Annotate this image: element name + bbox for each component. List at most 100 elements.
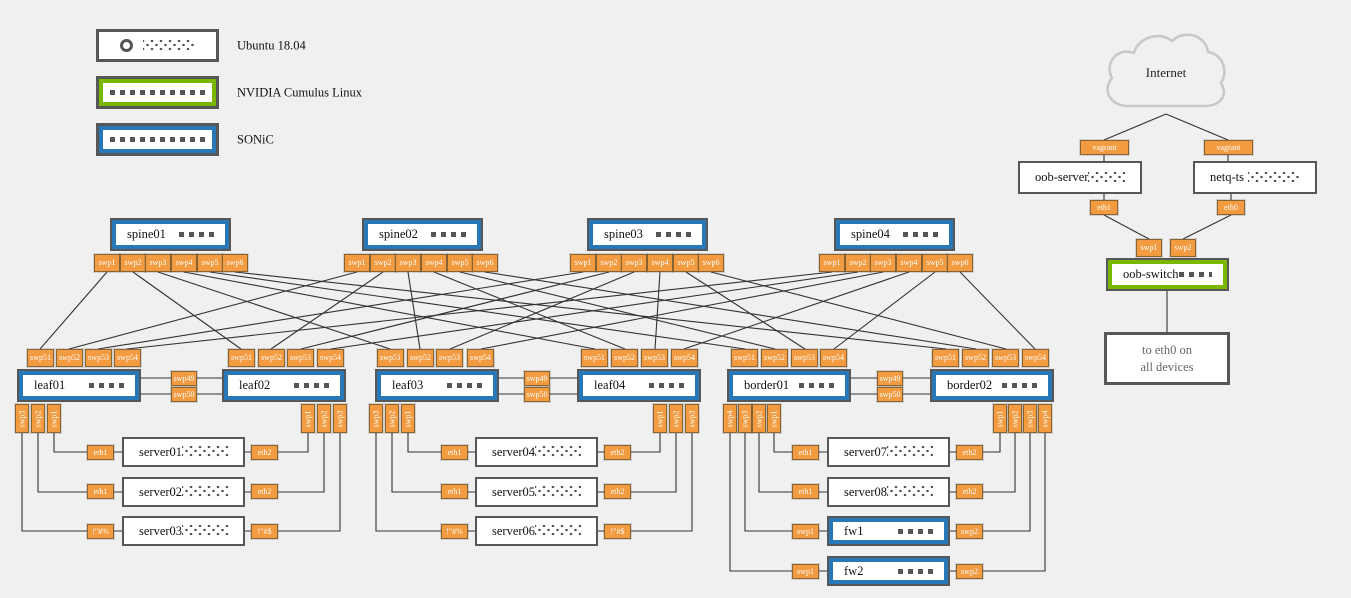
port-label: swp50: [526, 389, 548, 399]
port-leaf01-swp3: swp3: [15, 404, 29, 433]
edge-line: [300, 271, 610, 350]
switch-ports-icon: [898, 528, 933, 534]
device-label: oob-server: [1035, 170, 1089, 184]
port-label: swp3: [687, 410, 697, 427]
legend-swatch-face: [99, 79, 216, 106]
port-leaf02-swp54: swp54: [317, 349, 344, 367]
port-spine02-swp1: swp1: [344, 254, 370, 272]
edge-line: [1103, 113, 1167, 141]
internet-label: Internet: [1146, 65, 1187, 80]
port-spine01-swp1: swp1: [94, 254, 120, 272]
port-leaf03-swp53: swp53: [436, 349, 463, 367]
device-server05: server05: [475, 477, 598, 507]
port-server07-eth1: eth1: [792, 445, 819, 460]
port-leaf02-swp53: swp53: [287, 349, 314, 367]
port-server06-right-garbled: !"#$: [604, 524, 631, 539]
port-leaf03-swp52: swp52: [407, 349, 434, 367]
port-leaf01-leaf02-peerlink-swp50: swp50: [171, 387, 197, 402]
port-label: swp4: [725, 410, 735, 427]
port-border02-swp54: swp54: [1022, 349, 1049, 367]
port-spine03-swp6: swp6: [698, 254, 724, 272]
port-label: swp1: [995, 410, 1005, 427]
port-server04-eth2: eth2: [604, 445, 631, 460]
edge-line: [234, 271, 947, 350]
device-label: server05: [492, 484, 536, 499]
port-oob-server-vagrant: vagrant: [1080, 140, 1129, 155]
device-face: server05: [477, 479, 596, 505]
port-spine02-swp2: swp2: [370, 254, 396, 272]
port-label: swp2: [33, 410, 43, 427]
edge-line: [654, 271, 661, 350]
device-label: server02: [139, 484, 183, 499]
port-label: swp1: [574, 258, 592, 267]
port-label: swp54: [320, 353, 341, 362]
server-dots-icon: [535, 446, 581, 458]
port-label: swp4: [900, 258, 918, 267]
server-dots-icon: [143, 39, 195, 52]
port-spine01-swp3: swp3: [145, 254, 171, 272]
port-label: swp4: [651, 258, 669, 267]
port-label: swp1: [49, 410, 59, 427]
port-label: swp2: [374, 258, 392, 267]
port-label: swp1: [403, 410, 413, 427]
switch-ports-icon: [431, 232, 466, 237]
port-label: swp3: [740, 410, 750, 427]
port-leaf03-swp54: swp54: [467, 349, 494, 367]
port-label: swp51: [584, 353, 605, 362]
device-label: spine02: [379, 227, 418, 241]
port-label: swp54: [117, 353, 138, 362]
port-label: swp2: [849, 258, 867, 267]
device-face: oob-server: [1020, 163, 1140, 192]
port-leaf04-swp3: swp3: [685, 404, 699, 433]
device-label: netq-ts: [1210, 170, 1245, 184]
device-label: fw2: [844, 563, 864, 578]
device-face: server04: [477, 439, 596, 465]
device-face: server07: [829, 439, 948, 465]
edge-line: [710, 271, 1007, 350]
port-leaf03-swp2: swp2: [385, 404, 399, 433]
port-label: eth1: [447, 486, 462, 496]
port-label: swp52: [410, 353, 431, 362]
port-label: swp52: [764, 353, 785, 362]
port-oob-server-eth1: eth1: [1090, 200, 1118, 215]
port-leaf04-swp54: swp54: [671, 349, 698, 367]
port-server02-eth1: eth1: [87, 484, 114, 499]
port-fw1-swp2: swp2: [956, 524, 983, 539]
device-border02: border02: [930, 369, 1054, 402]
device-label: server06: [492, 523, 536, 538]
port-label: swp3: [335, 410, 345, 427]
device-face: spine02: [364, 220, 481, 249]
port-border02-swp52: swp52: [962, 349, 989, 367]
port-leaf02-swp51: swp51: [228, 349, 255, 367]
port-spine04-swp3: swp3: [870, 254, 896, 272]
switch-ports-icon: [656, 232, 691, 237]
port-spine03-swp2: swp2: [596, 254, 622, 272]
internet-cloud: Internet: [1106, 33, 1226, 108]
port-label: swp3: [399, 258, 417, 267]
device-spine03: spine03: [587, 218, 708, 251]
device-server07: server07: [827, 437, 950, 467]
legend-swatch-nvidia-cumulus-linux: [96, 76, 219, 109]
device-face: spine04: [836, 220, 953, 249]
port-label: swp51: [231, 353, 252, 362]
port-spine03-swp4: swp4: [647, 254, 673, 272]
port-label: swp53: [290, 353, 311, 362]
port-label: swp53: [794, 353, 815, 362]
device-server08: server08: [827, 477, 950, 507]
switch-ports-icon: [649, 383, 684, 388]
port-label: eth2: [257, 486, 272, 496]
port-border01-swp1: swp1: [767, 404, 781, 433]
port-label: swp1: [1140, 243, 1158, 252]
device-leaf01: leaf01: [17, 369, 141, 402]
port-border01-border02-peerlink-swp49: swp49: [877, 371, 903, 386]
device-face: leaf03: [377, 371, 497, 400]
device-face: server08: [829, 479, 948, 505]
edge-line: [959, 271, 1036, 350]
port-label: swp1: [797, 566, 814, 576]
port-server01-eth1: eth1: [87, 445, 114, 460]
port-border01-border02-peerlink-swp50: swp50: [877, 387, 903, 402]
port-spine03-swp3: swp3: [621, 254, 647, 272]
device-server06: server06: [475, 516, 598, 546]
port-label: eth1: [798, 447, 813, 457]
